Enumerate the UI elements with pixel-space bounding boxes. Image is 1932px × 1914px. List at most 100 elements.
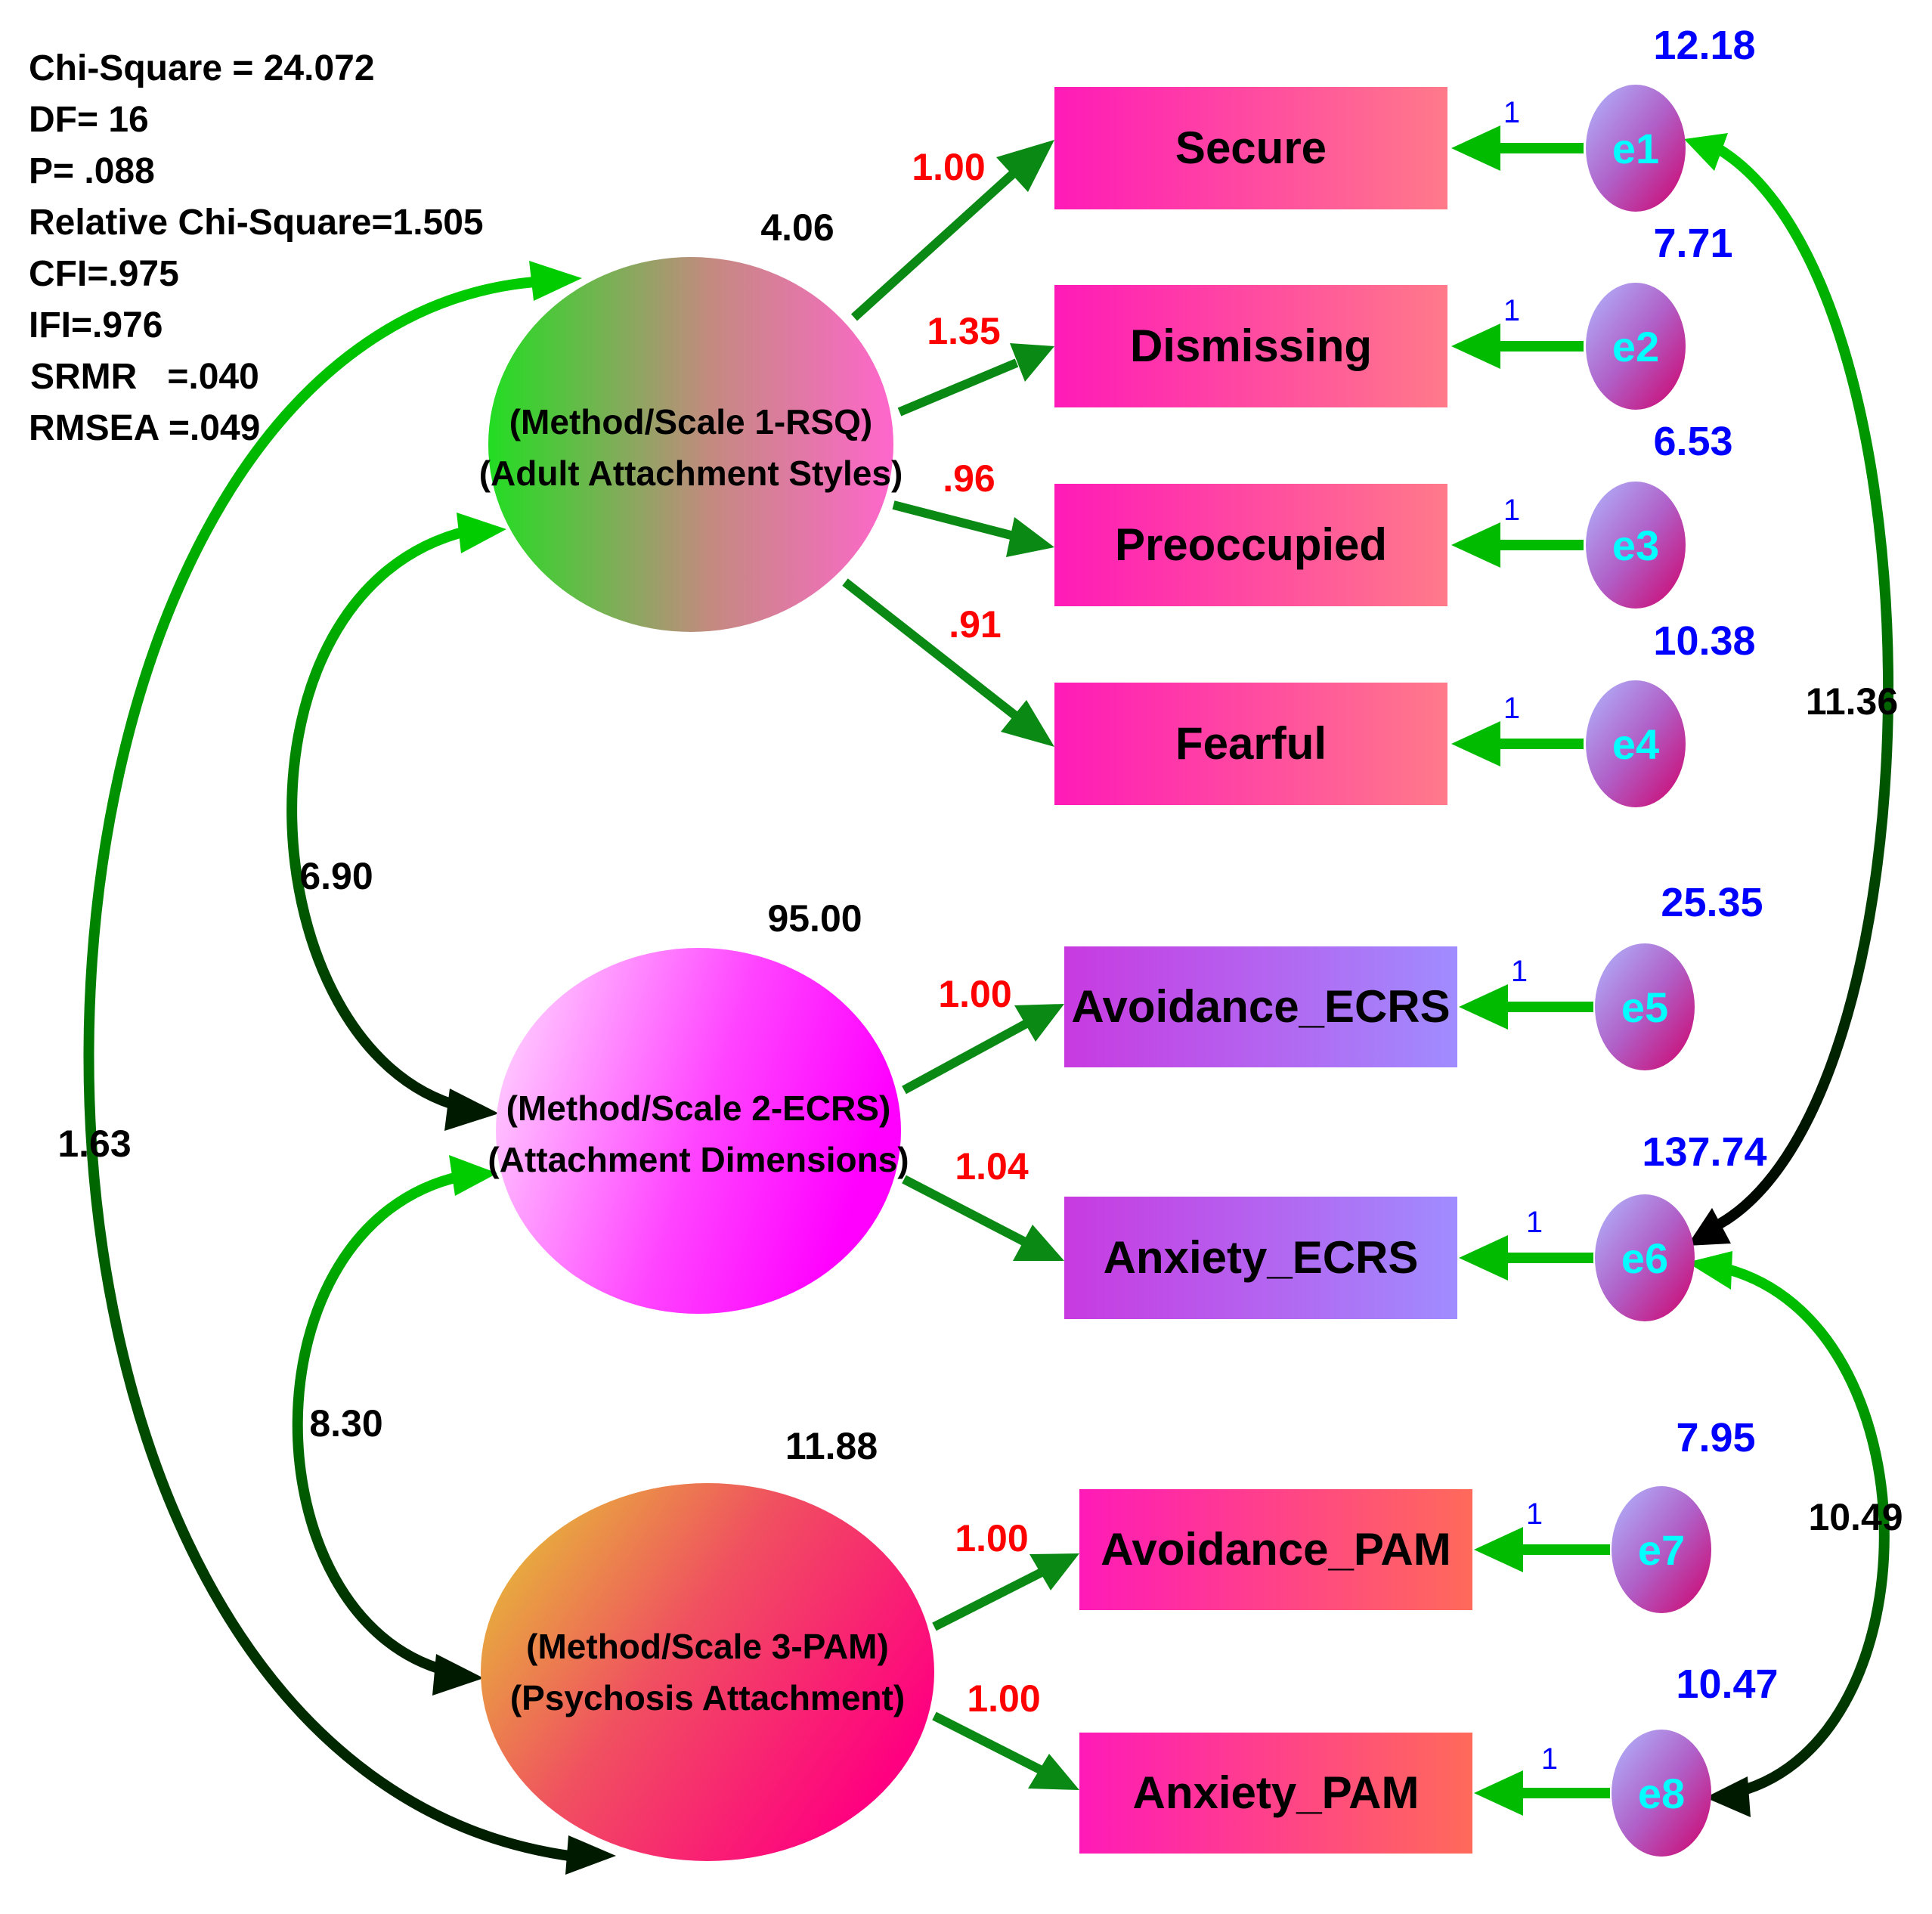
error-term-e1: e1 12.18 1 <box>1503 23 1756 212</box>
error-term-e5: e5 25.35 1 <box>1511 880 1763 1070</box>
error-arrowhead-e5 <box>1459 984 1508 1030</box>
latent-ecrs: (Method/Scale 2-ECRS) (Attachment Dimens… <box>488 897 909 1314</box>
error-e8-path-weight: 1 <box>1541 1742 1558 1776</box>
indicator-secure-box <box>1054 87 1447 209</box>
fit-cfi: CFI=.975 <box>29 254 179 294</box>
indicator-preoccupied: Preoccupied .96 <box>943 457 1447 606</box>
cov-ecrs-pam-label: 8.30 <box>309 1402 382 1445</box>
error-e6-label: e6 <box>1621 1234 1668 1282</box>
loading-arrowhead-anxiety-pam <box>1028 1754 1079 1790</box>
latent-pam-ellipse <box>481 1483 934 1861</box>
error-e8-label: e8 <box>1638 1770 1685 1817</box>
error-arrowhead-e8 <box>1474 1770 1523 1816</box>
cov-path-rsq-pam <box>83 276 575 1862</box>
loading-fearful-value: .91 <box>949 603 1002 646</box>
loading-paths <box>842 140 1079 1790</box>
loading-path-dismissing <box>897 358 1019 417</box>
loading-arrowhead-secure <box>996 140 1054 192</box>
indicator-preoccupied-box <box>1054 484 1447 606</box>
loading-path-fearful <box>842 578 1020 720</box>
error-e7-variance: 7.95 <box>1676 1415 1755 1460</box>
loading-preoccupied-value: .96 <box>943 457 995 500</box>
indicator-avoidance-pam: Avoidance_PAM 1.00 <box>955 1489 1472 1610</box>
cov-path-ecrs-pam <box>292 1171 463 1676</box>
error-arrowhead-e1 <box>1451 125 1500 171</box>
error-term-e4: e4 10.38 1 <box>1503 618 1756 807</box>
cov-path-e6-e8 <box>1723 1263 1890 1797</box>
error-e2-variance: 7.71 <box>1653 221 1732 266</box>
indicator-dismissing: Dismissing 1.35 <box>927 285 1447 407</box>
cov-arrowhead-rsq-mid <box>457 513 506 553</box>
error-e6-path-weight: 1 <box>1526 1206 1543 1239</box>
indicator-anxiety-pam-label: Anxiety_PAM <box>1133 1767 1420 1818</box>
cov-arrowhead-pam-bottom <box>565 1835 616 1875</box>
error-arrowhead-e2 <box>1451 324 1500 369</box>
error-e1-path-weight: 1 <box>1503 96 1520 129</box>
loading-avoidance-ecrs-value: 1.00 <box>938 973 1011 1015</box>
error-e3-path-weight: 1 <box>1503 494 1520 527</box>
error-e8-circle <box>1612 1730 1711 1857</box>
error-e4-label: e4 <box>1612 720 1659 768</box>
cov-arrowhead-e6-top <box>1687 1208 1731 1246</box>
indicator-avoidance-ecrs-box <box>1064 946 1457 1067</box>
loading-arrowhead-anxiety-ecrs <box>1013 1225 1064 1261</box>
error-e2-circle <box>1586 283 1686 410</box>
error-term-e7: e7 7.95 1 <box>1526 1415 1756 1613</box>
error-arrowhead-e7 <box>1474 1527 1523 1572</box>
indicator-anxiety-pam: Anxiety_PAM 1.00 <box>967 1677 1472 1854</box>
latent-rsq: (Method/Scale 1-RSQ) (Adult Attachment S… <box>479 206 903 632</box>
error-e6-circle <box>1595 1194 1695 1321</box>
indicator-dismissing-box <box>1054 285 1447 407</box>
fit-p: P= .088 <box>29 151 155 191</box>
loading-dismissing-value: 1.35 <box>927 310 1000 352</box>
error-arrowhead-e6 <box>1459 1235 1508 1281</box>
loading-arrowhead-preoccupied <box>1006 517 1054 557</box>
error-e7-circle <box>1612 1486 1711 1613</box>
indicator-dismissing-label: Dismissing <box>1130 321 1372 371</box>
indicator-avoidance-pam-box <box>1079 1489 1472 1610</box>
indicator-fearful: Fearful .91 <box>949 603 1447 805</box>
error-e1-label: e1 <box>1612 125 1659 172</box>
fit-relative-chi-square: Relative Chi-Square=1.505 <box>29 203 484 243</box>
indicator-anxiety-ecrs-label: Anxiety_ECRS <box>1104 1232 1419 1283</box>
error-arrowhead-e3 <box>1451 522 1500 568</box>
indicator-secure: Secure 1.00 <box>912 87 1447 209</box>
loading-arrowhead-dismissing <box>1010 343 1054 382</box>
error-e4-path-weight: 1 <box>1503 692 1520 725</box>
loading-path-preoccupied <box>892 500 1018 541</box>
loading-path-secure <box>850 170 1017 321</box>
indicator-avoidance-ecrs-label: Avoidance_ECRS <box>1071 981 1450 1032</box>
latent-pam: (Method/Scale 3-PAM) (Psychosis Attachme… <box>481 1425 934 1861</box>
latent-pam-variance: 11.88 <box>785 1425 878 1467</box>
error-e6-variance: 137.74 <box>1642 1129 1766 1175</box>
cov-rsq-ecrs-label: 6.90 <box>299 855 373 897</box>
latent-rsq-variance: 4.06 <box>760 206 834 249</box>
error-term-e3: e3 6.53 1 <box>1503 419 1733 609</box>
cov-e6-e8-label: 10.49 <box>1808 1496 1903 1538</box>
latent-rsq-line1: (Method/Scale 1-RSQ) <box>509 402 873 441</box>
loading-arrowhead-avoidance-ecrs <box>1014 1004 1064 1042</box>
loading-path-avoidance-ecrs <box>902 1019 1029 1095</box>
error-e1-variance: 12.18 <box>1653 23 1755 68</box>
indicator-preoccupied-label: Preoccupied <box>1115 519 1387 570</box>
latent-rsq-line2: (Adult Attachment Styles) <box>479 454 903 493</box>
error-e2-path-weight: 1 <box>1503 294 1520 327</box>
latent-ecrs-line2: (Attachment Dimensions) <box>488 1140 909 1179</box>
cov-arrowhead-ecrs-top <box>444 1089 499 1131</box>
indicator-anxiety-ecrs: Anxiety_ECRS 1.04 <box>955 1145 1457 1319</box>
cov-path-rsq-ecrs <box>286 525 470 1112</box>
error-e3-label: e3 <box>1612 522 1659 569</box>
loading-avoidance-pam-value: 1.00 <box>955 1517 1028 1559</box>
latent-ecrs-line1: (Method/Scale 2-ECRS) <box>506 1089 891 1128</box>
indicator-avoidance-ecrs: Avoidance_ECRS 1.00 <box>938 946 1457 1067</box>
cov-arrowhead-e6-bottom <box>1687 1251 1732 1290</box>
latent-pam-line2: (Psychosis Attachment) <box>510 1678 905 1717</box>
loading-anxiety-pam-value: 1.00 <box>967 1677 1040 1720</box>
indicator-anxiety-pam-box <box>1079 1733 1472 1854</box>
latent-ecrs-ellipse <box>496 948 901 1314</box>
error-e4-variance: 10.38 <box>1653 618 1755 664</box>
error-e3-circle <box>1586 482 1686 609</box>
error-e1-circle <box>1586 85 1686 212</box>
fit-chi-square: Chi-Square = 24.072 <box>29 48 375 88</box>
